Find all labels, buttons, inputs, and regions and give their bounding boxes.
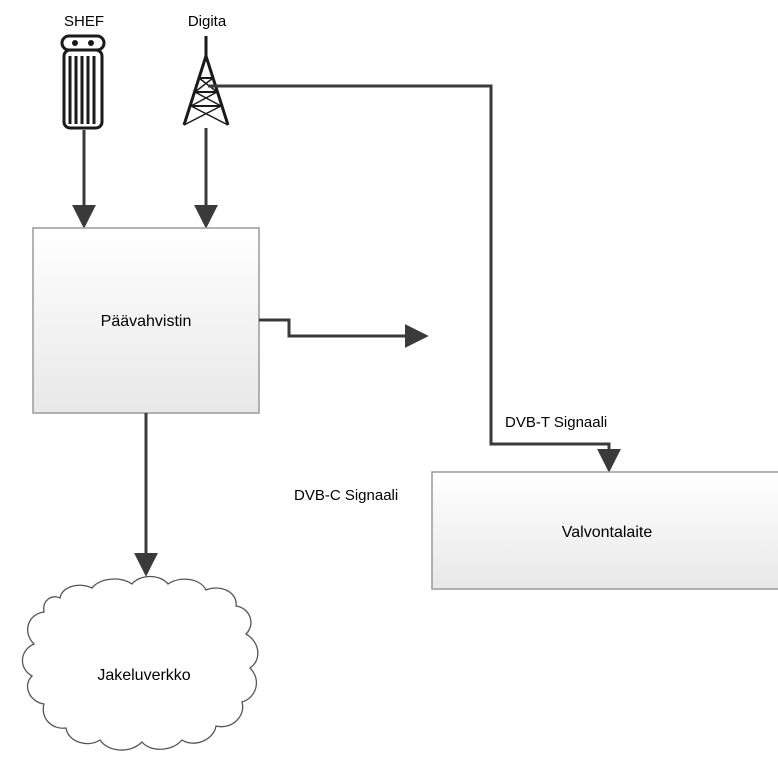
valvontalaite-box	[431, 471, 778, 590]
valvontalaite-label: Valvontalaite	[562, 524, 653, 541]
digita-label: Digita	[188, 13, 227, 30]
jakeluverkko-cloud	[21, 575, 259, 751]
antenna-tower-icon	[182, 36, 230, 126]
jakeluverkko-label: Jakeluverkko	[97, 667, 190, 684]
connector-dvb-c	[259, 318, 429, 348]
connector-dvb-t	[208, 84, 621, 473]
paavahvistin-label: Päävahvistin	[101, 313, 192, 330]
dvb-t-label: DVB-T Signaali	[505, 414, 607, 431]
satellite-receiver-icon	[60, 34, 106, 130]
dvb-c-label: DVB-C Signaali	[294, 487, 398, 504]
shef-label: SHEF	[64, 13, 104, 30]
